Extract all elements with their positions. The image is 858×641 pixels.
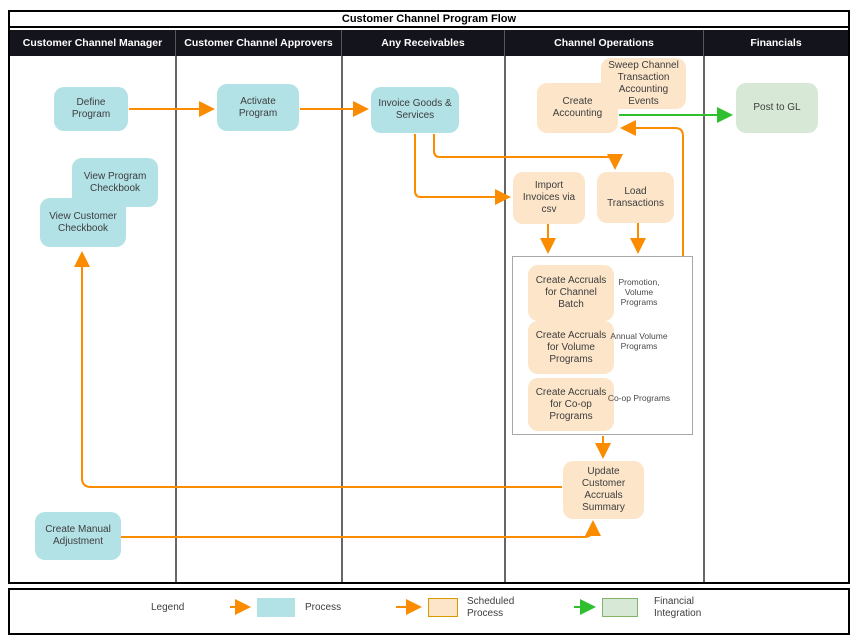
legend-item-scheduled-process: Scheduled Process <box>467 596 515 619</box>
lane-header-any-receivables: Any Receivables <box>342 30 505 56</box>
lane-header-channel-operations: Channel Operations <box>505 30 704 56</box>
annotation-coop-programs: Co-op Programs <box>607 393 671 403</box>
node-post-to-gl: Post to GL <box>736 83 818 133</box>
node-load-transactions: Load Transactions <box>597 172 674 223</box>
annotation-annual-volume-programs: Annual Volume Programs <box>610 331 668 351</box>
node-invoice-goods-services: Invoice Goods & Services <box>371 87 459 133</box>
node-define-program: Define Program <box>54 87 128 131</box>
node-create-accounting: Create Accounting <box>537 83 618 133</box>
lane-divider <box>703 56 705 582</box>
legend-swatch-process <box>257 598 295 617</box>
legend-item-process: Process <box>305 602 342 613</box>
annotation-promotion-volume-programs: Promotion, Volume Programs <box>618 277 660 307</box>
lane-header-financials: Financials <box>750 37 802 49</box>
lane-divider <box>341 56 343 582</box>
legend-title: Legend <box>151 602 185 613</box>
node-create-accruals-channel-batch: Create Accruals for Channel Batch <box>528 265 614 321</box>
lane-divider <box>175 56 177 582</box>
legend-swatch-financial <box>602 598 638 617</box>
lane-header-customer-channel-approvers: Customer Channel Approvers <box>176 30 342 56</box>
legend-swatch-scheduled <box>428 598 458 617</box>
legend-item-financial-integration: Financial Integration <box>654 596 702 619</box>
lane-divider <box>504 56 506 582</box>
lane-header-customer-channel-manager: Customer Channel Manager <box>10 30 176 56</box>
node-view-customer-checkbook: View Customer Checkbook <box>40 198 126 247</box>
node-create-accruals-coop-programs: Create Accruals for Co-op Programs <box>528 378 614 431</box>
node-update-customer-accruals-summary: Update Customer Accruals Summary <box>563 461 644 519</box>
lane-header-row: Customer Channel Manager Customer Channe… <box>10 30 848 56</box>
node-import-invoices-via-csv: Import Invoices via csv <box>513 172 585 224</box>
diagram-title: Customer Channel Program Flow <box>10 12 848 28</box>
node-create-manual-adjustment: Create Manual Adjustment <box>35 512 121 560</box>
node-create-accruals-volume-programs: Create Accruals for Volume Programs <box>528 321 614 374</box>
node-activate-program: Activate Program <box>217 84 299 131</box>
